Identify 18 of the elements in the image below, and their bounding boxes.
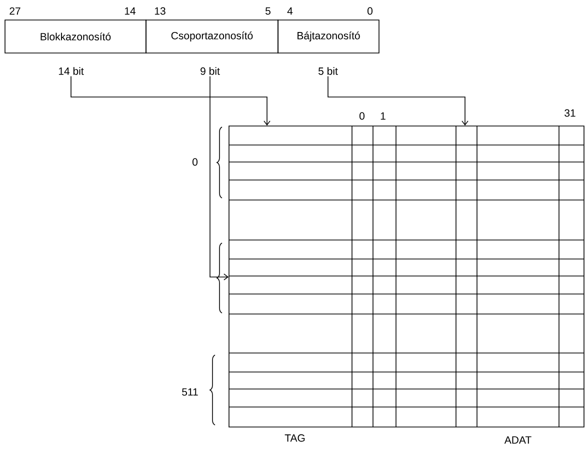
arrow bbox=[70, 76, 270, 126]
bit-width: 14 bit bbox=[58, 67, 84, 75]
bit-number: 14 bbox=[124, 7, 136, 15]
field-box: Bájtazonosító bbox=[278, 20, 380, 54]
row-index: 0 bbox=[192, 158, 198, 166]
bit-width: 5 bit bbox=[318, 67, 338, 75]
bit-number: 0 bbox=[368, 7, 372, 15]
field-box: Blokkazonosító bbox=[4, 20, 146, 54]
arrow bbox=[210, 76, 229, 280]
arrow bbox=[328, 76, 468, 126]
field-box: Csoportazonosító bbox=[146, 20, 278, 54]
bit-number: 27 bbox=[10, 7, 20, 15]
table-grid bbox=[228, 126, 584, 428]
bit-number: 5 bbox=[266, 7, 270, 15]
bit-number: 13 bbox=[154, 7, 166, 15]
bit-width: 9 bit bbox=[200, 67, 220, 75]
row-index: 511 bbox=[182, 388, 198, 396]
bit-number: 4 bbox=[287, 7, 293, 15]
